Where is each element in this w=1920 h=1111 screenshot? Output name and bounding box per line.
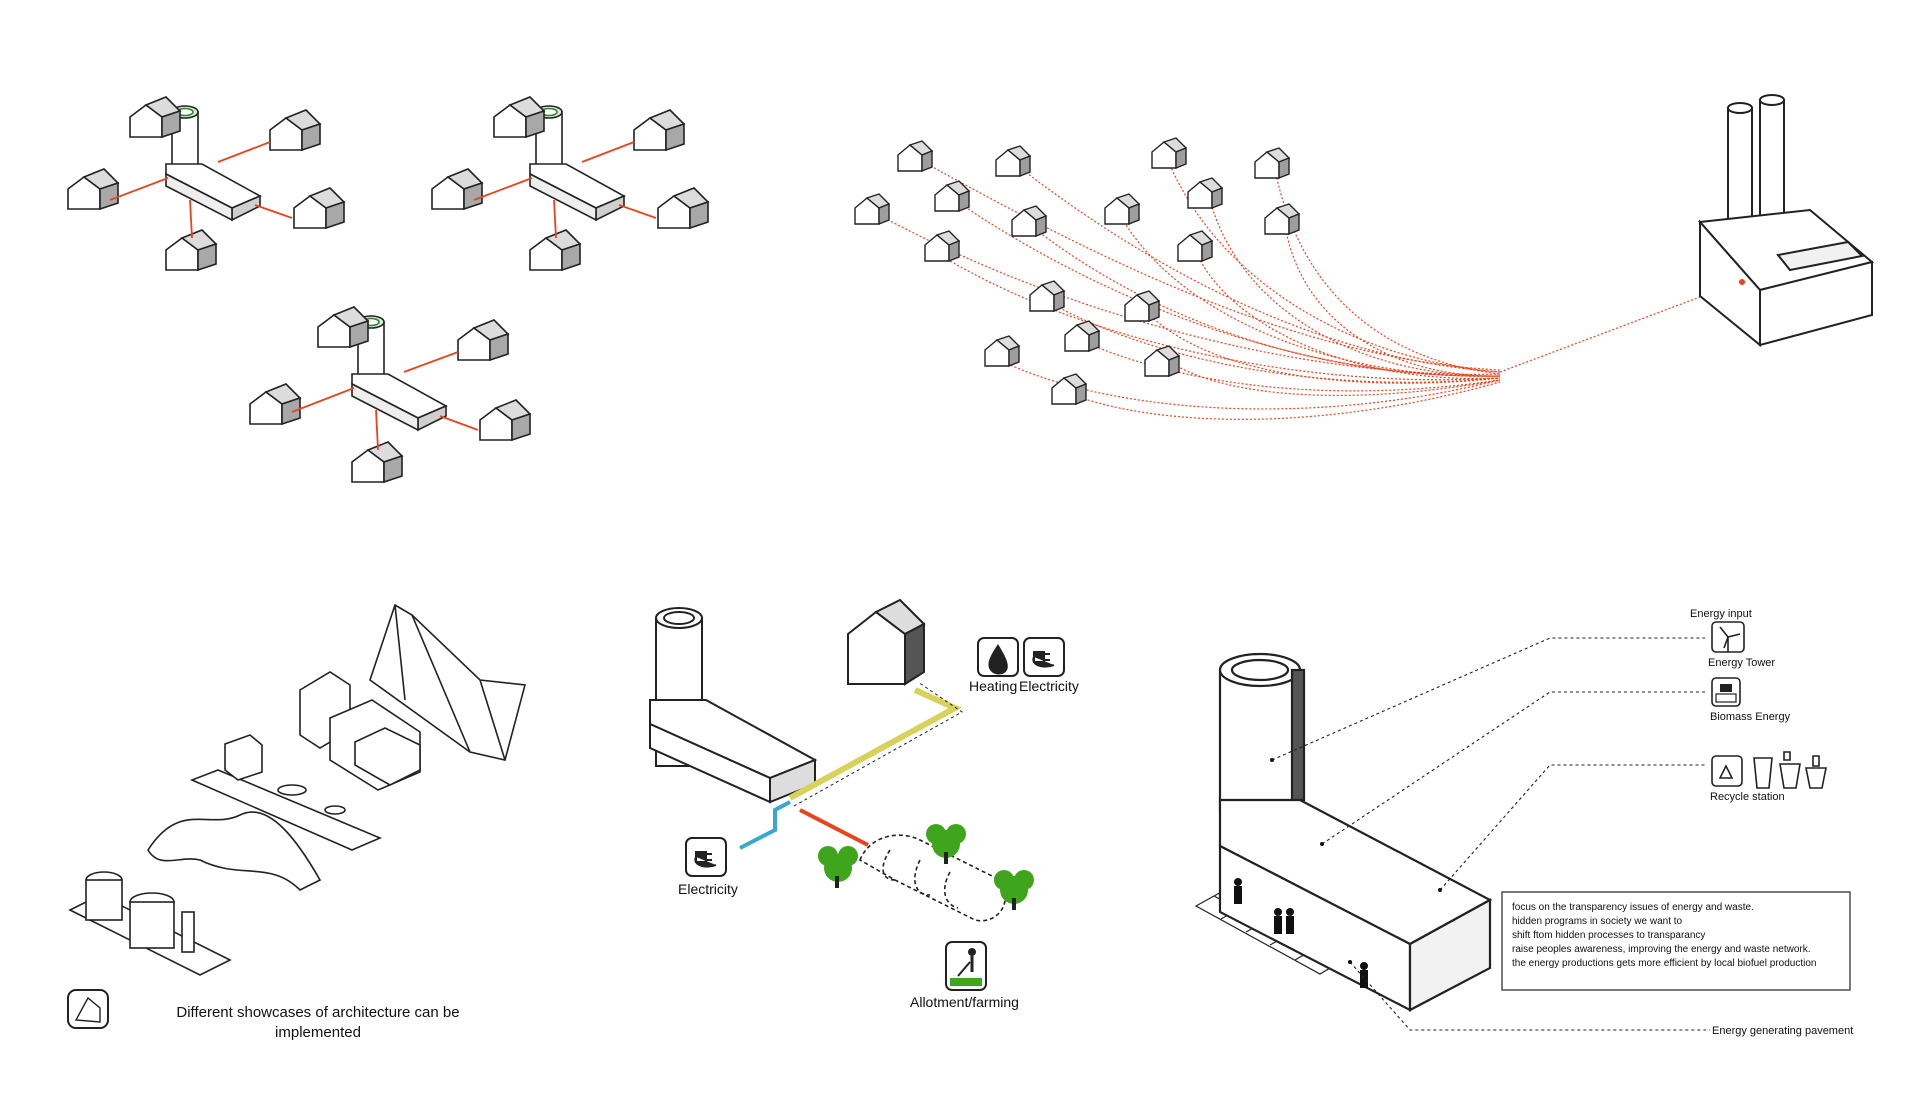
plug-icon <box>1023 637 1065 677</box>
allotment-label: Allotment/farming <box>910 994 1019 1010</box>
energy-tower-label: Energy Tower <box>1708 657 1775 669</box>
greenhouse <box>858 834 1006 922</box>
concept-line-3: shift ftom hidden processes to transpara… <box>1512 930 1705 941</box>
concept-text-box: focus on the transparency issues of ener… <box>1501 891 1851 991</box>
concept-line-4: raise peoples awareness, improving the e… <box>1512 944 1811 955</box>
central-power-network <box>854 94 1875 420</box>
hub-cluster-1 <box>67 96 345 271</box>
fire-icon <box>977 637 1019 677</box>
energy-input-label: Energy input <box>1690 608 1752 620</box>
hub-cluster-2 <box>431 96 709 271</box>
local-energy-network: Heating Electricity Electricity Allotmen… <box>649 598 1079 1010</box>
heating-label: Heating <box>969 678 1017 694</box>
farmer-icon <box>945 941 987 991</box>
plug-icon <box>685 837 727 877</box>
energy-pavement-label: Energy generating pavement <box>1712 1025 1853 1037</box>
concept-line-5: the energy productions gets more efficie… <box>1512 958 1816 969</box>
tree-icons <box>818 824 1034 910</box>
hub-cluster-3 <box>249 306 531 483</box>
network-house <box>847 598 926 686</box>
architecture-showcases <box>68 603 527 976</box>
recycle-station-label: Recycle station <box>1710 791 1785 803</box>
wind-turbine-icon <box>1711 621 1745 653</box>
electricity-label-left: Electricity <box>678 881 738 897</box>
showcase-caption-line2: implemented <box>275 1024 361 1041</box>
showcase-caption-line1: Different showcases of architecture can … <box>176 1004 459 1021</box>
pedestrian-figures <box>1234 878 1368 988</box>
power-plant <box>1697 94 1875 348</box>
concept-line-1: focus on the transparency issues of ener… <box>1512 902 1754 913</box>
electricity-label-top: Electricity <box>1019 678 1079 694</box>
bin-icon <box>1753 751 1827 789</box>
recycle-icon <box>1711 755 1743 787</box>
architecture-icon <box>67 989 109 1029</box>
energy-tower-building <box>1194 637 1710 1031</box>
biomass-icon <box>1711 677 1741 707</box>
biomass-energy-label: Biomass Energy <box>1710 711 1791 723</box>
concept-line-2: hidden programs in society we want to <box>1512 916 1683 927</box>
